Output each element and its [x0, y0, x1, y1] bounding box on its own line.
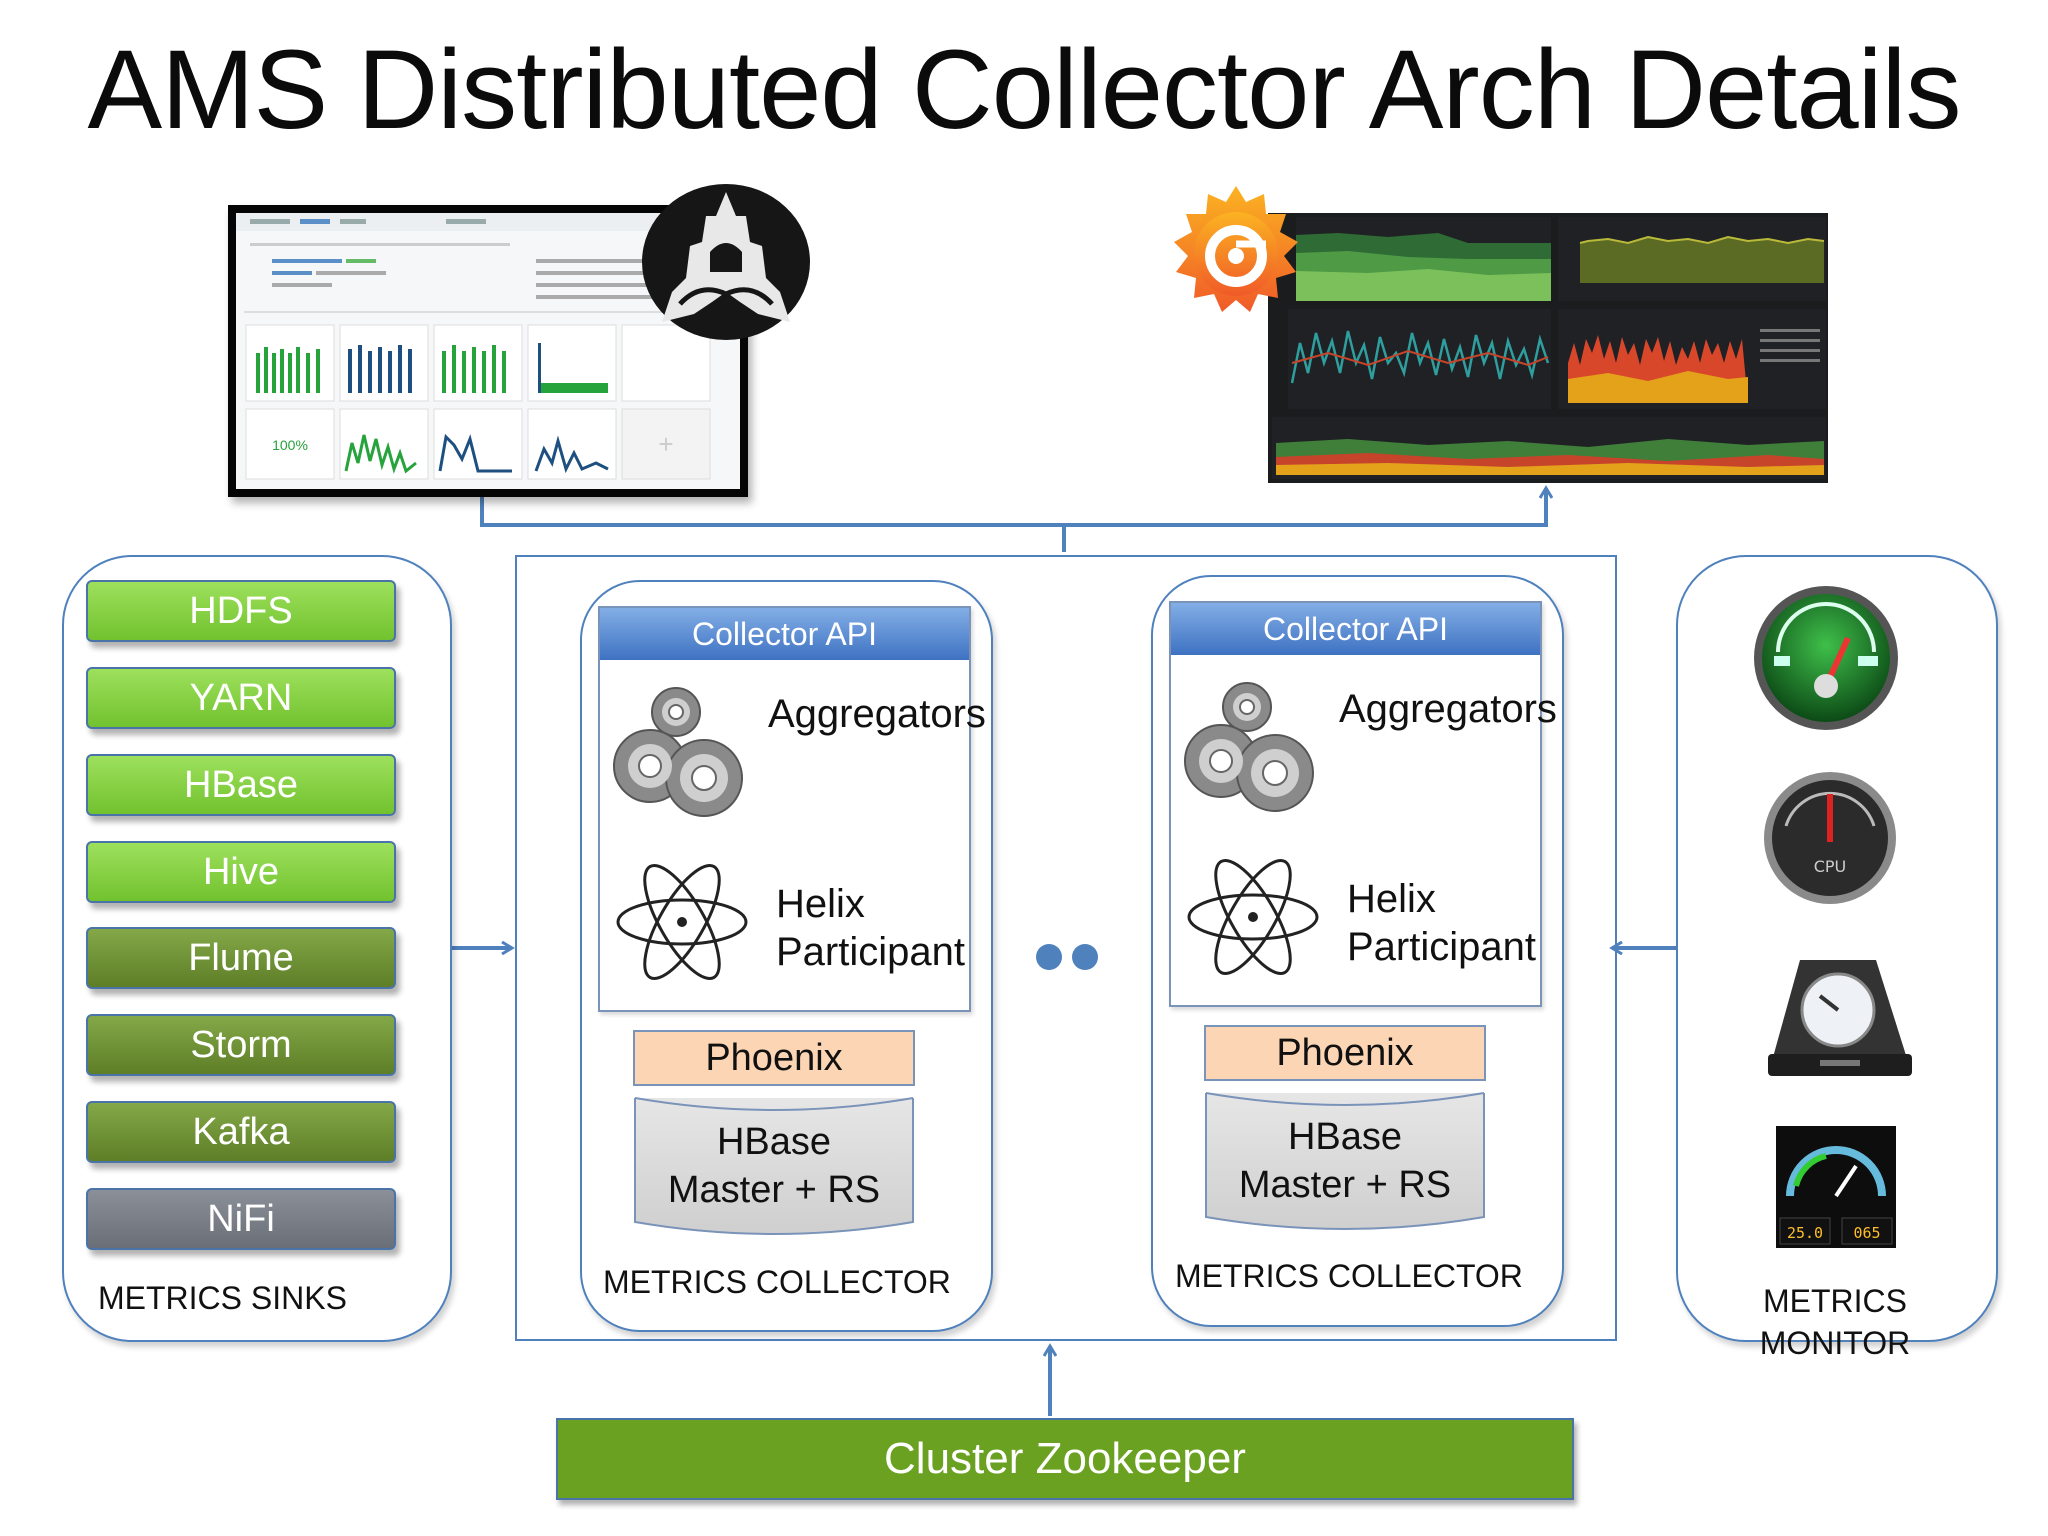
ambari-logo-icon [642, 184, 810, 340]
metrics-monitor-label-line1: METRICS [1763, 1283, 1907, 1319]
collector-1-service-box: Collector API Aggregators Helix Particip… [598, 606, 986, 1012]
sink-hdfs: HDFS [86, 580, 396, 642]
collector-1-helix-line2: Participant [776, 930, 965, 974]
collector-2-phoenix: Phoenix [1204, 1025, 1486, 1081]
digital-gauge-left: 25.0 [1787, 1224, 1823, 1242]
cylinder-shape [1205, 1092, 1485, 1230]
metrics-monitor-label: METRICS MONITOR [1676, 1280, 1994, 1364]
grafana-dashboard-screenshot [1268, 213, 1828, 483]
sink-hive: Hive [86, 841, 396, 903]
collector-2-helix-line2: Participant [1347, 925, 1536, 969]
ambari-tile-value: 100% [272, 437, 308, 453]
collector-1-hbase-cylinder: HBase Master + RS [633, 1084, 915, 1244]
atom-icon [616, 863, 748, 981]
collector-1-helix-line1: Helix [776, 882, 865, 926]
collector-2-hbase-cylinder: HBase Master + RS [1204, 1079, 1486, 1239]
collector-1-label: METRICS COLLECTOR [603, 1264, 951, 1300]
collector-1-aggregators: Aggregators [768, 692, 986, 736]
cylinder-shape [634, 1097, 914, 1235]
digital-gauge-icon: 25.0 065 [1776, 1126, 1896, 1248]
speedometer-icon [1754, 586, 1898, 730]
page-title: AMS Distributed Collector Arch Details [87, 27, 1962, 152]
metrics-monitor-label-line2: MONITOR [1759, 1325, 1911, 1361]
grafana-bar-series [1568, 335, 1748, 403]
digital-gauge-right: 065 [1853, 1224, 1880, 1242]
sink-flume: Flume [86, 927, 396, 989]
sink-yarn: YARN [86, 667, 396, 729]
disk-utility-icon [1768, 960, 1912, 1076]
collector-2-helix-line1: Helix [1347, 877, 1436, 921]
collector-1-hbase-line2: Master + RS [667, 1169, 881, 1211]
metrics-sinks-label: METRICS SINKS [98, 1280, 347, 1316]
ambari-widget-row-2: 100% + [245, 408, 711, 480]
collector-2-label: METRICS COLLECTOR [1175, 1258, 1523, 1294]
collector-1-api-bar: Collector API [600, 608, 969, 660]
collector-2-service-box: Collector API Aggregators Helix Particip… [1169, 601, 1557, 1007]
arrow-to-dashboards [482, 480, 1546, 552]
collector-2-hbase-line1: HBase [1287, 1116, 1403, 1158]
sink-storm: Storm [86, 1014, 396, 1076]
sink-nifi: NiFi [86, 1188, 396, 1250]
atom-icon [1187, 858, 1319, 976]
ambari-widget-row-1 [245, 324, 711, 402]
collector-2-aggregators: Aggregators [1339, 687, 1557, 731]
gears-icon [1184, 682, 1314, 812]
svg-text:+: + [658, 429, 673, 459]
sink-kafka: Kafka [86, 1101, 396, 1163]
collector-2-hbase-line2: Master + RS [1238, 1164, 1452, 1206]
collector-1-hbase-line1: HBase [716, 1121, 832, 1163]
ambari-dashboard-graphic: 100% + [236, 213, 740, 480]
gears-icon [613, 687, 743, 817]
cpu-gauge-text: CPU [1814, 857, 1847, 876]
collector-2-api-bar: Collector API [1171, 603, 1540, 655]
grafana-logo-icon [1174, 186, 1298, 312]
sink-hbase: HBase [86, 754, 396, 816]
cpu-gauge-icon: CPU [1764, 772, 1896, 904]
cluster-zookeeper-box: Cluster Zookeeper [556, 1418, 1574, 1500]
more-collectors-dots [1036, 944, 1098, 970]
digital-gauge-graphic: 25.0 065 [1779, 1146, 1893, 1245]
collectors-frame [515, 555, 1617, 1341]
grafana-dashboard-graphic [1268, 213, 1828, 483]
collector-1-phoenix: Phoenix [633, 1030, 915, 1086]
